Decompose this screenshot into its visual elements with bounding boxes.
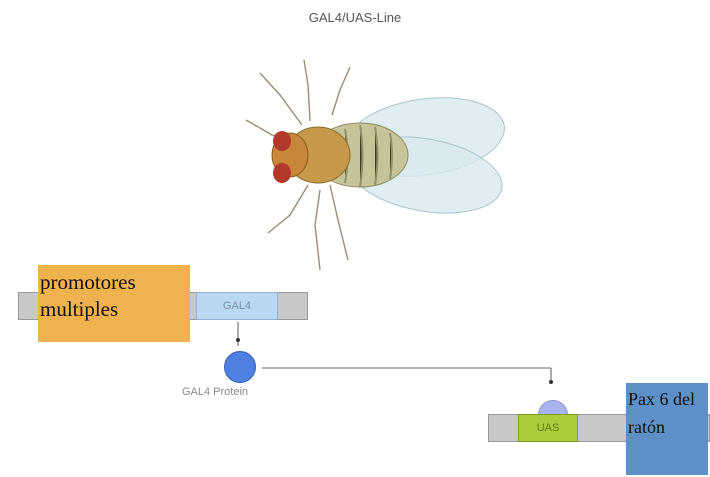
- pax6-note: Pax 6 del ratón: [626, 383, 708, 475]
- gal4-protein-circle: [224, 351, 256, 383]
- gal4-protein-label: GAL4 Protein: [182, 386, 248, 398]
- uas-box: UAS: [518, 414, 578, 442]
